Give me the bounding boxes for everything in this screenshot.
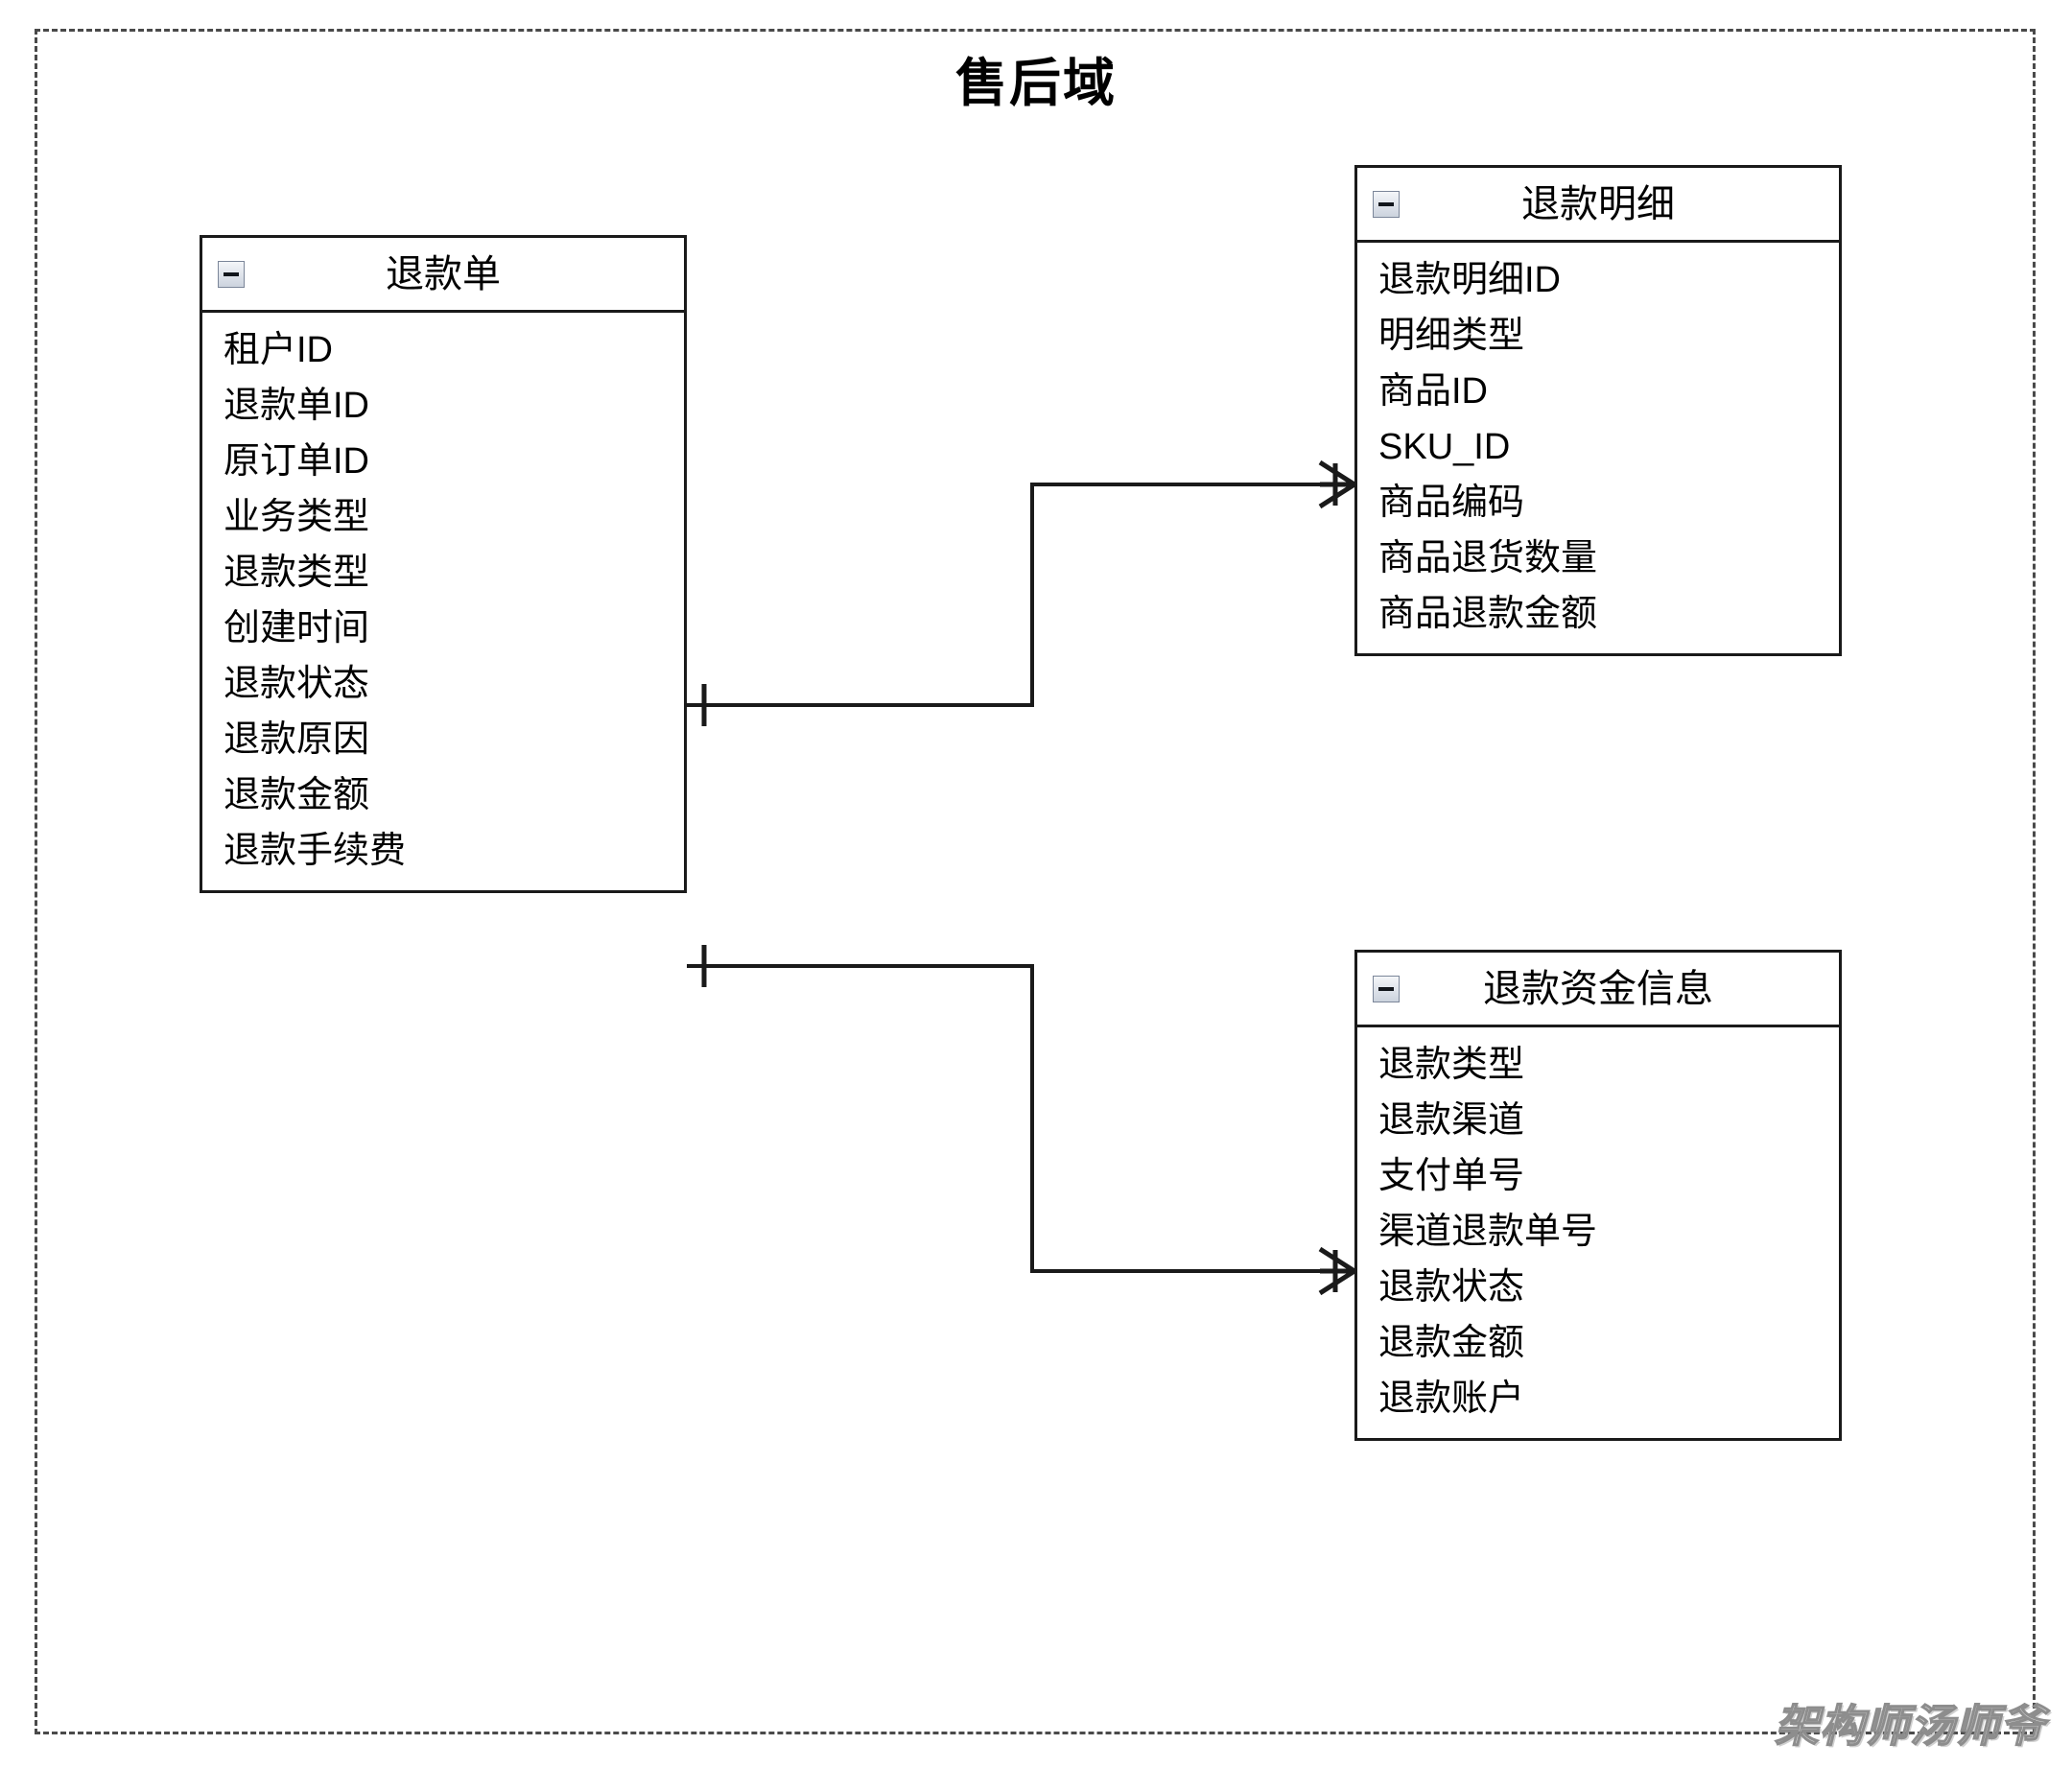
entity-attribute: 商品退款金额 [1378, 594, 1598, 634]
entity-header-refund-fund-info: 退款资金信息 [1357, 953, 1839, 1027]
entity-header-refund-detail: 退款明细 [1357, 168, 1839, 243]
entity-attribute: 退款状态 [224, 664, 370, 704]
entity-attribute: 退款渠道 [1378, 1100, 1525, 1141]
entity-attribute: 原订单ID [224, 441, 370, 482]
entity-refund-detail[interactable]: 退款明细 退款明细ID 明细类型 商品ID SKU_ID 商品编码 商品退货数量… [1354, 165, 1842, 656]
minus-icon[interactable] [1373, 190, 1400, 218]
watermark: 架构师汤师爷 [1774, 1700, 2045, 1752]
entity-title: 退款单 [386, 252, 501, 295]
entity-attribute: 退款原因 [224, 719, 370, 760]
entity-title: 退款明细 [1521, 182, 1675, 225]
entity-attribute: 明细类型 [1378, 316, 1525, 356]
minus-icon[interactable] [218, 260, 245, 288]
entity-attribute: 支付单号 [1378, 1156, 1525, 1196]
entity-attribute: 退款明细ID [1378, 260, 1562, 300]
entity-attribute: 业务类型 [224, 497, 370, 537]
entity-attribute: 退款类型 [224, 553, 370, 593]
entity-attribute: 租户ID [224, 330, 334, 370]
entity-attribute: SKU_ID [1378, 427, 1511, 467]
entity-attributes-refund-fund-info: 退款类型 退款渠道 支付单号 渠道退款单号 退款状态 退款金额 退款账户 [1357, 1027, 1839, 1438]
entity-attribute: 退款金额 [224, 775, 370, 815]
entity-header-refund-order: 退款单 [202, 238, 684, 313]
page-title: 售后域 [955, 55, 1117, 112]
minus-icon[interactable] [1373, 975, 1400, 1002]
entity-attribute: 商品退货数量 [1378, 538, 1598, 578]
entity-attribute: 渠道退款单号 [1378, 1212, 1598, 1252]
entity-attribute: 退款状态 [1378, 1267, 1525, 1308]
entity-title: 退款资金信息 [1483, 967, 1713, 1010]
entity-attributes-refund-order: 租户ID 退款单ID 原订单ID 业务类型 退款类型 创建时间 退款状态 退款原… [202, 313, 684, 890]
entity-attributes-refund-detail: 退款明细ID 明细类型 商品ID SKU_ID 商品编码 商品退货数量 商品退款… [1357, 243, 1839, 653]
entity-attribute: 退款手续费 [224, 831, 407, 871]
entity-attribute: 退款类型 [1378, 1045, 1525, 1085]
entity-attribute: 创建时间 [224, 608, 370, 648]
entity-refund-fund-info[interactable]: 退款资金信息 退款类型 退款渠道 支付单号 渠道退款单号 退款状态 退款金额 退… [1354, 950, 1842, 1441]
entity-refund-order[interactable]: 退款单 租户ID 退款单ID 原订单ID 业务类型 退款类型 创建时间 退款状态… [200, 235, 687, 893]
entity-attribute: 退款账户 [1378, 1379, 1525, 1419]
entity-attribute: 商品编码 [1378, 483, 1525, 523]
entity-attribute: 商品ID [1378, 371, 1489, 412]
entity-attribute: 退款金额 [1378, 1323, 1525, 1363]
domain-boundary [35, 29, 2036, 1734]
entity-attribute: 退款单ID [224, 386, 370, 426]
